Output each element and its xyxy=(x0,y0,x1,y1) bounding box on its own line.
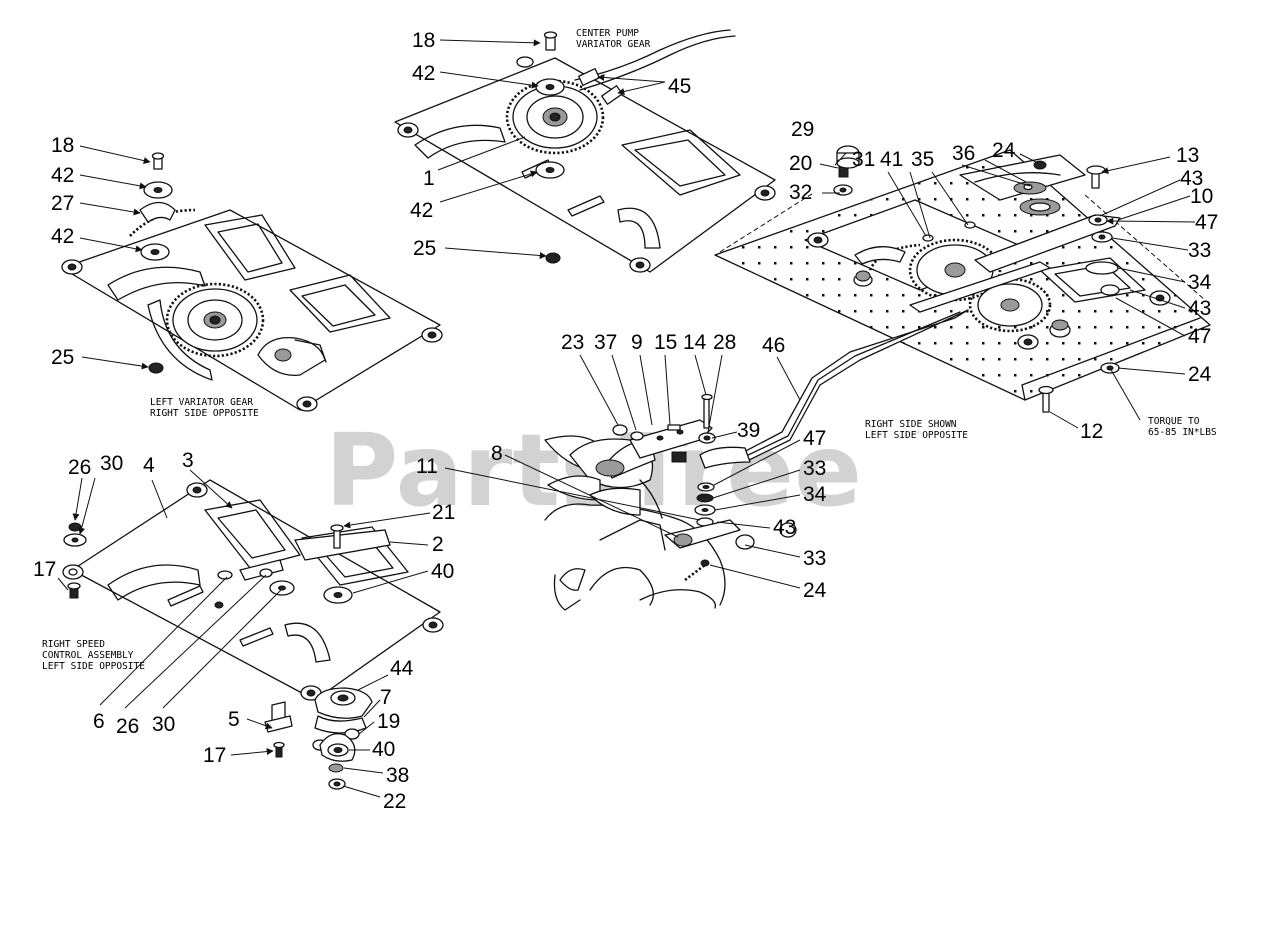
callout-47: 47 xyxy=(803,427,826,450)
callout-38: 38 xyxy=(386,764,409,787)
callout-18: 18 xyxy=(412,29,435,52)
caption-left-variator-1: LEFT VARIATOR GEAR xyxy=(150,397,253,408)
callout-34: 34 xyxy=(1188,271,1212,294)
callout-14: 14 xyxy=(683,331,707,354)
callout-9: 9 xyxy=(631,331,643,354)
callout-40: 40 xyxy=(431,560,454,583)
callout-17: 17 xyxy=(33,558,56,581)
callout-33: 33 xyxy=(803,457,826,480)
callout-36: 36 xyxy=(952,142,975,165)
pump-fan-assembly xyxy=(544,393,797,611)
callout-12: 12 xyxy=(1080,420,1103,443)
callout-29: 29 xyxy=(791,118,814,141)
callout-34: 34 xyxy=(803,483,827,506)
callout-31: 31 xyxy=(852,148,875,171)
left-variator-plate xyxy=(61,152,443,412)
callout-18: 18 xyxy=(51,134,74,157)
callout-10: 10 xyxy=(1190,185,1213,208)
caption-right-side-2: LEFT SIDE OPPOSITE xyxy=(865,430,968,441)
callout-30: 30 xyxy=(152,713,175,736)
callout-47: 47 xyxy=(1188,325,1211,348)
callout-42: 42 xyxy=(51,225,74,248)
callout-8: 8 xyxy=(491,442,503,465)
callout-5: 5 xyxy=(228,708,240,731)
callout-40: 40 xyxy=(372,738,395,761)
callout-32: 32 xyxy=(789,181,812,204)
callout-2: 2 xyxy=(432,533,444,556)
center-pump-variator-plate xyxy=(394,29,776,273)
callout-43: 43 xyxy=(1180,167,1203,190)
leader-torque xyxy=(1109,367,1141,421)
callout-21: 21 xyxy=(432,501,455,524)
callout-23: 23 xyxy=(561,331,584,354)
caption-center-pump-2: VARIATOR GEAR xyxy=(576,39,651,50)
callout-47: 47 xyxy=(1195,211,1218,234)
callout-26: 26 xyxy=(116,715,139,738)
callout-22: 22 xyxy=(383,790,406,813)
callout-15: 15 xyxy=(654,331,677,354)
callout-25: 25 xyxy=(51,346,74,369)
callout-27: 27 xyxy=(51,192,74,215)
callout-39: 39 xyxy=(737,419,760,442)
callout-33: 33 xyxy=(803,547,826,570)
callout-43: 43 xyxy=(1188,297,1211,320)
callout-labels: 18 42 45 1 42 25 18 42 27 42 25 29 20 32… xyxy=(33,29,1218,813)
callout-24: 24 xyxy=(803,579,827,602)
callout-7: 7 xyxy=(380,686,392,709)
callout-33: 33 xyxy=(1188,239,1211,262)
callout-20: 20 xyxy=(789,152,812,175)
callout-3: 3 xyxy=(182,449,194,472)
right-speed-control-plate xyxy=(62,479,444,701)
shift-rod xyxy=(699,309,969,469)
caption-center-pump-1: CENTER PUMP xyxy=(576,28,639,39)
callout-1: 1 xyxy=(423,167,435,190)
callout-28: 28 xyxy=(713,331,736,354)
callout-42: 42 xyxy=(410,199,433,222)
callout-19: 19 xyxy=(377,710,400,733)
callout-13: 13 xyxy=(1176,144,1199,167)
watermark-trademark: ™ xyxy=(910,429,922,443)
callout-37: 37 xyxy=(594,331,617,354)
callout-25: 25 xyxy=(413,237,436,260)
caption-right-side-1: RIGHT SIDE SHOWN xyxy=(865,419,957,430)
callout-46: 46 xyxy=(762,334,785,357)
callout-35: 35 xyxy=(911,148,934,171)
caption-torque-2: 65-85 IN*LBS xyxy=(1148,427,1217,438)
caption-left-variator-2: RIGHT SIDE OPPOSITE xyxy=(150,408,259,419)
callout-26: 26 xyxy=(68,456,91,479)
caption-right-speed-1: RIGHT SPEED xyxy=(42,639,105,650)
callout-4: 4 xyxy=(143,454,155,477)
right-side-assembly xyxy=(714,145,1211,413)
callout-30: 30 xyxy=(100,452,123,475)
callout-42: 42 xyxy=(51,164,74,187)
caption-right-speed-2: CONTROL ASSEMBLY xyxy=(42,650,134,661)
callout-24: 24 xyxy=(992,139,1016,162)
callout-44: 44 xyxy=(390,657,414,680)
callout-41: 41 xyxy=(880,148,903,171)
callout-43: 43 xyxy=(773,516,796,539)
callout-11: 11 xyxy=(416,455,438,478)
callout-42: 42 xyxy=(412,62,435,85)
callout-17: 17 xyxy=(203,744,226,767)
lower-bracket-assembly xyxy=(264,687,373,790)
leader-lines xyxy=(57,39,1196,798)
callout-24: 24 xyxy=(1188,363,1212,386)
callout-45: 45 xyxy=(668,75,691,98)
caption-torque-1: TORQUE TO xyxy=(1148,416,1200,427)
caption-right-speed-3: LEFT SIDE OPPOSITE xyxy=(42,661,145,672)
callout-6: 6 xyxy=(93,710,105,733)
